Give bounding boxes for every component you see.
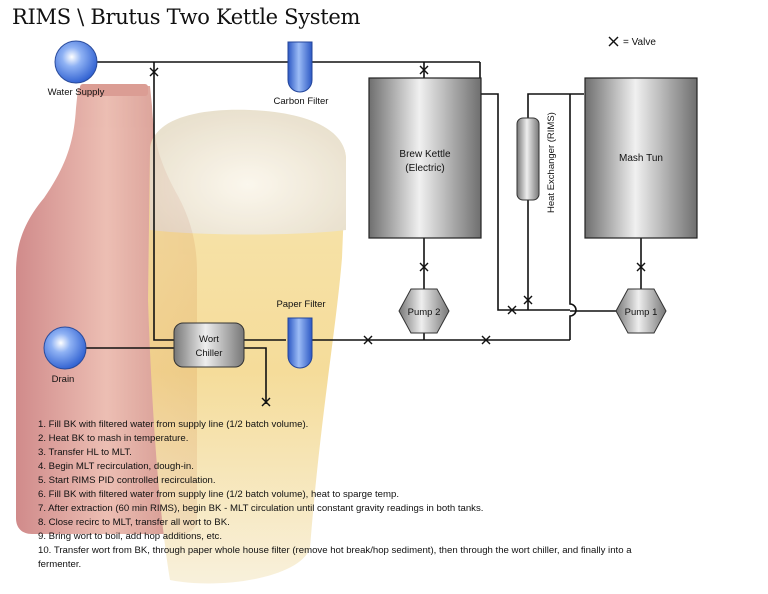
heat-exchanger bbox=[516, 117, 540, 201]
valve-legend-text: = Valve bbox=[623, 37, 656, 48]
step-10: 10. Transfer wort from BK, through paper… bbox=[38, 545, 632, 556]
wort-chiller-label: Wort bbox=[199, 334, 219, 345]
pump-1 bbox=[615, 288, 667, 334]
piping bbox=[86, 61, 642, 404]
brew-kettle bbox=[368, 77, 482, 239]
step-1: 1. Fill BK with filtered water from supp… bbox=[38, 419, 309, 430]
paper-filter-label: Paper Filter bbox=[276, 299, 325, 310]
valve-brew-kettle-inlet bbox=[419, 65, 429, 75]
valves bbox=[149, 65, 646, 407]
drain-label: Drain bbox=[52, 374, 75, 385]
step-5: 5. Start RIMS PID controlled recirculati… bbox=[38, 475, 216, 486]
step-9: 9. Bring wort to boil, add hop additions… bbox=[38, 531, 222, 542]
valve-brew-kettle-outlet bbox=[419, 262, 429, 272]
valve-transfer-line bbox=[507, 305, 517, 315]
mash-tun bbox=[584, 77, 698, 239]
drain-sphere bbox=[43, 326, 87, 370]
step-4: 4. Begin MLT recirculation, dough-in. bbox=[38, 461, 194, 472]
valve-drain bbox=[261, 397, 271, 407]
page-title: RIMS \ Brutus Two Kettle System bbox=[12, 5, 361, 29]
step-7: 7. After extraction (60 min RIMS), begin… bbox=[38, 503, 484, 514]
pump-1-label: Pump 1 bbox=[625, 307, 658, 318]
process-steps: 1. Fill BK with filtered water from supp… bbox=[38, 418, 738, 572]
carbon-filter-label: Carbon Filter bbox=[274, 96, 329, 107]
wort-chiller bbox=[173, 322, 245, 368]
brew-kettle-label: Brew Kettle bbox=[399, 149, 451, 160]
heat-exchanger-label: Heat Exchanger (RIMS) bbox=[546, 112, 557, 213]
valve-legend: = Valve bbox=[608, 36, 656, 48]
water-supply-label: Water Supply bbox=[48, 87, 105, 98]
carbon-filter bbox=[287, 41, 313, 93]
brew-kettle-sublabel: (Electric) bbox=[405, 163, 444, 174]
valve-heat-exchanger-return bbox=[523, 295, 533, 305]
wort-chiller-sublabel: Chiller bbox=[196, 348, 223, 359]
step-3: 3. Transfer HL to MLT. bbox=[38, 447, 132, 458]
step-10-continued: fermenter. bbox=[38, 559, 82, 570]
step-2: 2. Heat BK to mash in temperature. bbox=[38, 433, 189, 444]
valve-return-line-b bbox=[481, 335, 491, 345]
pump-2-label: Pump 2 bbox=[408, 307, 441, 318]
pump-2 bbox=[398, 288, 450, 334]
water-supply-sphere bbox=[54, 40, 98, 84]
valve-supply-drop bbox=[149, 67, 159, 77]
mash-tun-label: Mash Tun bbox=[619, 153, 663, 164]
valve-mash-tun-outlet bbox=[636, 262, 646, 272]
valve-return-line-a bbox=[363, 335, 373, 345]
step-8: 8. Close recirc to MLT, transfer all wor… bbox=[38, 517, 230, 528]
paper-filter bbox=[287, 317, 313, 369]
step-6: 6. Fill BK with filtered water from supp… bbox=[38, 489, 399, 500]
